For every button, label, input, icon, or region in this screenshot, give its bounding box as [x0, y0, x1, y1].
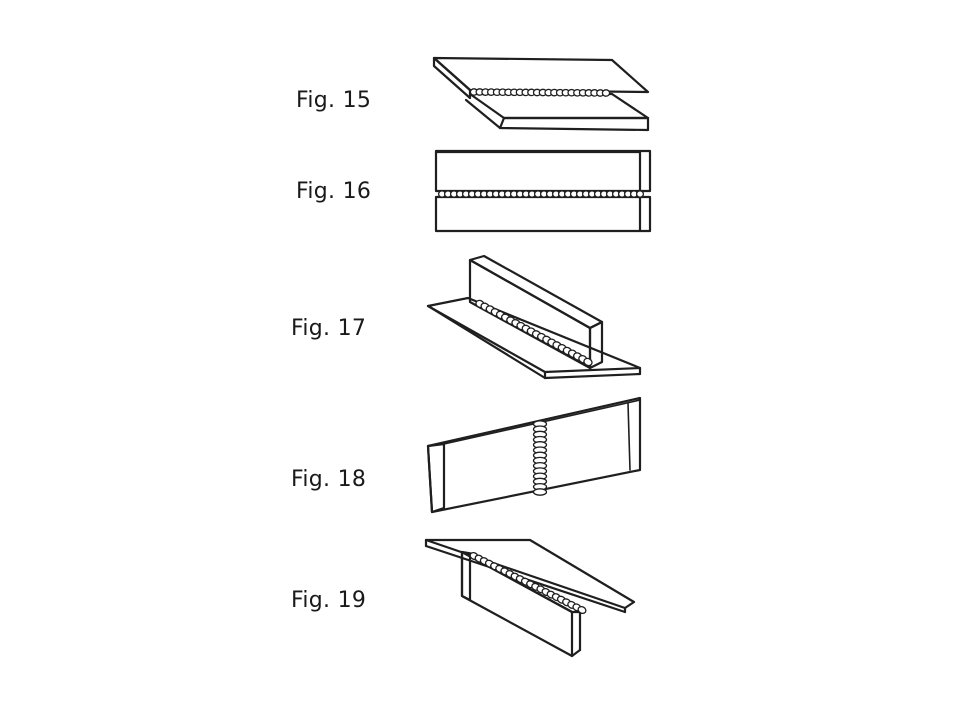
weld-bead-fig-15 — [469, 88, 611, 97]
weld-bead-fig-17 — [475, 299, 593, 367]
weld-ripple — [532, 488, 548, 496]
tee-joint-fillet-icon — [426, 254, 642, 380]
tee-joint-overhead-icon — [424, 538, 636, 658]
butt-joint-flat-icon — [432, 56, 650, 132]
fig-18-label: Fig. 18 — [291, 467, 367, 492]
butt-joint-horizontal-icon — [434, 149, 652, 233]
butt-joint-vertical-icon — [426, 396, 642, 514]
fig-16-label: Fig. 16 — [296, 179, 372, 204]
fig-19-label: Fig. 19 — [291, 588, 367, 613]
weld-ripple — [583, 357, 593, 367]
fig-17-label: Fig. 17 — [291, 316, 367, 341]
weld-bead-fig-16 — [437, 190, 645, 198]
weld-bead-fig-19 — [469, 551, 587, 615]
weld-ripple — [635, 190, 645, 198]
weld-ripple — [601, 89, 611, 97]
fig-15-label: Fig. 15 — [296, 88, 372, 113]
weld-ripple — [577, 605, 587, 615]
weld-bead-fig-18 — [532, 420, 548, 496]
